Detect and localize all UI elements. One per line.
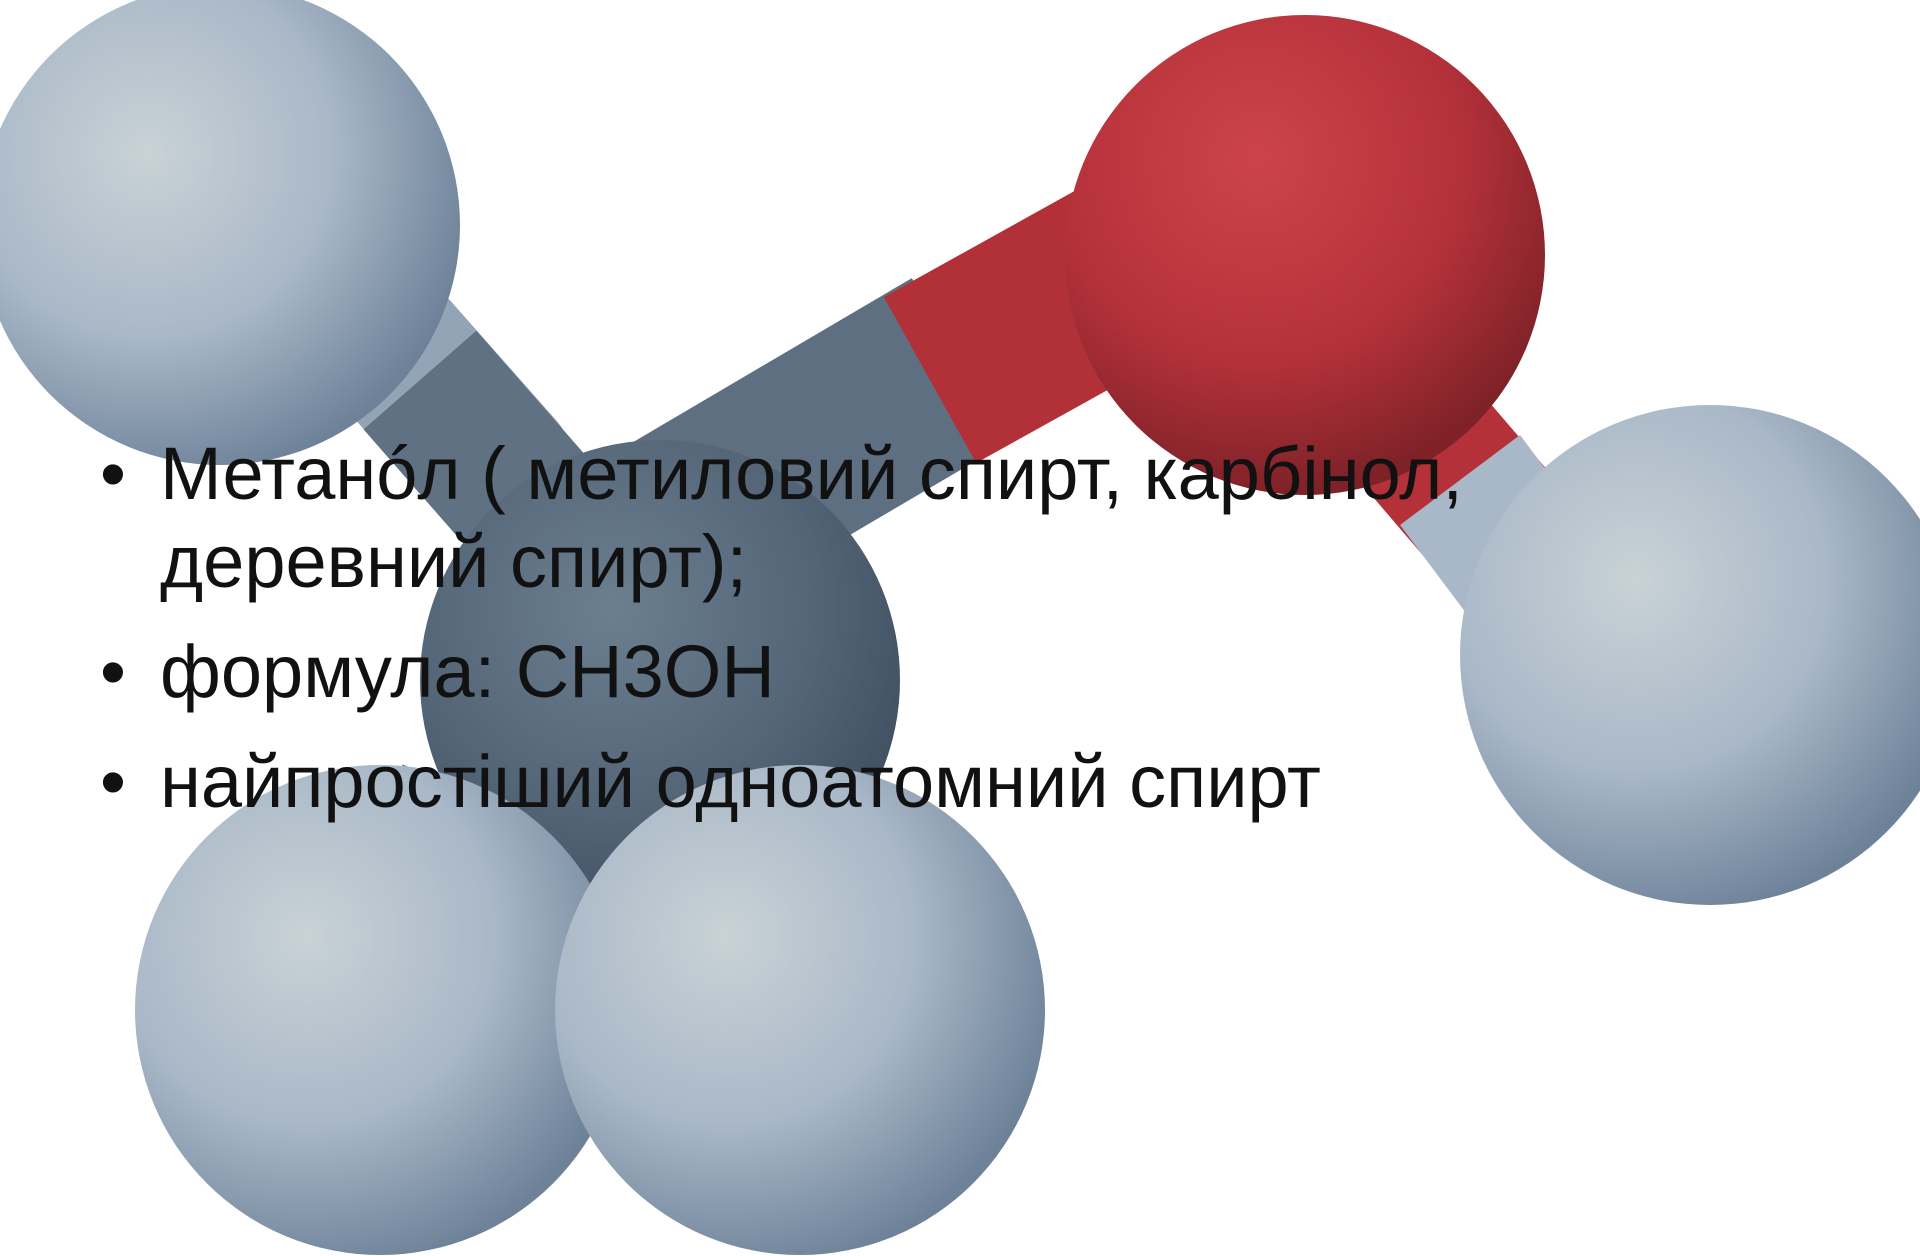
hydrogen-atom-right — [1460, 405, 1920, 905]
bullet-list: • Метанóл ( метиловий спирт, карбінол, … — [100, 430, 1700, 848]
bullet-text: найпростіший одноатомний спирт — [160, 740, 1321, 823]
bullet-item: • найпростіший одноатомний спирт — [100, 738, 1700, 826]
hydrogen-atom-top-left — [0, 0, 460, 465]
bullet-symbol: • — [100, 432, 126, 515]
bullet-symbol: • — [100, 630, 126, 713]
bullet-item: • Метанóл ( метиловий спирт, карбінол, … — [100, 430, 1700, 606]
bullet-text: формула: CH3OH — [160, 630, 775, 713]
hydrogen-atom-bottom-middle — [555, 765, 1045, 1255]
hydrogen-atom-bottom-left — [135, 765, 625, 1255]
bullet-symbol: • — [100, 740, 126, 823]
oxygen-atom — [1065, 15, 1545, 495]
bullet-item: • формула: CH3OH — [100, 628, 1700, 716]
bullet-text: Метанóл ( метиловий спирт, карбінол, де… — [160, 432, 1463, 603]
